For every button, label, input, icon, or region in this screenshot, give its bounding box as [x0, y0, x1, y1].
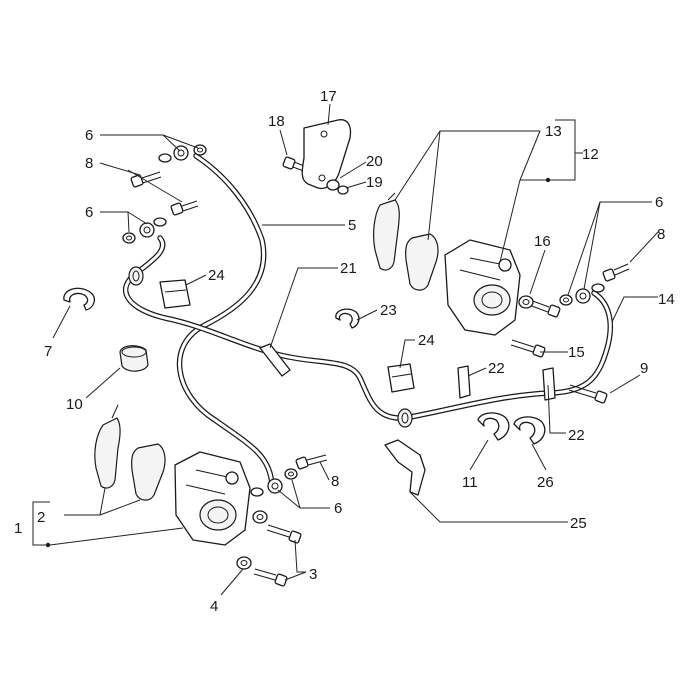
caliper-bracket-plate: [301, 119, 352, 190]
callout-2: 2: [37, 509, 45, 526]
callout-22-lower: 22: [568, 427, 585, 444]
callout-11: 11: [462, 474, 478, 491]
nut-and-washer: [326, 179, 349, 195]
callout-24-left: 24: [208, 267, 225, 284]
caliper-bolts-upper: [510, 299, 561, 358]
callout-7: 7: [44, 343, 52, 360]
hose-holder-24-left: [159, 279, 191, 309]
callout-21: 21: [340, 260, 357, 277]
brake-caliper-upper: [444, 239, 521, 336]
callout-15: 15: [568, 344, 585, 361]
brake-pad-upper-left: [373, 192, 400, 271]
callout-14: 14: [658, 291, 675, 308]
hose-clip-22-left: [457, 365, 471, 399]
hose-clip-21: [259, 343, 291, 377]
callout-labels: 1 2 3 4 5 6 6 6 6 7 8 8 8 9 10 11 12 13 …: [14, 88, 675, 615]
callout-8-right: 8: [657, 226, 665, 243]
brake-hose-front: [176, 153, 275, 488]
callout-26: 26: [537, 474, 554, 491]
hose-clamp-11: [477, 412, 510, 441]
banjo-bolt-top-left: [130, 171, 162, 188]
callout-8-top-left: 8: [85, 155, 93, 172]
callout-17: 17: [320, 88, 337, 105]
callout-20: 20: [366, 153, 383, 170]
brake-pad-lower-left: [94, 404, 121, 489]
callout-18: 18: [268, 113, 285, 130]
callout-10: 10: [66, 396, 83, 413]
brake-caliper-lower: [174, 451, 251, 546]
hose-clamp-26: [513, 416, 546, 445]
callout-12: 12: [582, 146, 599, 163]
hose-clip-10: [119, 345, 149, 372]
hose-clip-22-right: [542, 367, 556, 401]
hose-grommet-center: [397, 408, 413, 428]
callout-24-right: 24: [418, 332, 435, 349]
bleed-bolt-right: [568, 384, 608, 404]
hose-grommet-left: [128, 266, 144, 286]
banjo-bolt-mid-left: [170, 200, 199, 216]
callout-13: 13: [545, 123, 562, 140]
banjo-bolt-right: [602, 263, 630, 282]
callout-6-bottom: 6: [334, 500, 342, 517]
hose-support-bracket-25: [384, 439, 426, 496]
callout-9: 9: [640, 360, 648, 377]
callout-1: 1: [14, 520, 22, 537]
callout-6-mid-left: 6: [85, 204, 93, 221]
banjo-fitting-top-left: [158, 144, 207, 163]
callout-6-top-left: 6: [85, 127, 93, 144]
washers-upper: [518, 295, 534, 309]
callout-25: 25: [570, 515, 587, 532]
callout-3: 3: [309, 566, 317, 583]
hose-holder-24-right: [387, 363, 415, 393]
callout-6-right: 6: [655, 194, 663, 211]
washers-lower: [236, 510, 268, 570]
callout-8-bottom: 8: [331, 473, 339, 490]
callout-23: 23: [380, 302, 397, 319]
brake-pad-upper-right: [405, 233, 439, 291]
leader-dot-1: [45, 542, 51, 548]
callout-5: 5: [348, 217, 356, 234]
callout-22-upper: 22: [488, 360, 505, 377]
banjo-fitting-mid-left: [122, 217, 167, 244]
banjo-fitting-bottom: [250, 468, 298, 497]
hose-clamp-23: [335, 308, 360, 329]
callout-4: 4: [210, 598, 218, 615]
brake-pad-lower-right: [131, 443, 166, 501]
brake-hose-main: [123, 235, 614, 421]
leader-lines: [32, 103, 659, 596]
banjo-fitting-right: [559, 283, 605, 306]
hose-clamp-7: [63, 287, 96, 311]
banjo-bolt-bottom: [295, 454, 328, 470]
caliper-bolts-lower: [253, 524, 302, 587]
callout-19: 19: [366, 174, 383, 191]
leader-dot-12: [545, 177, 551, 183]
callout-16: 16: [534, 233, 551, 250]
